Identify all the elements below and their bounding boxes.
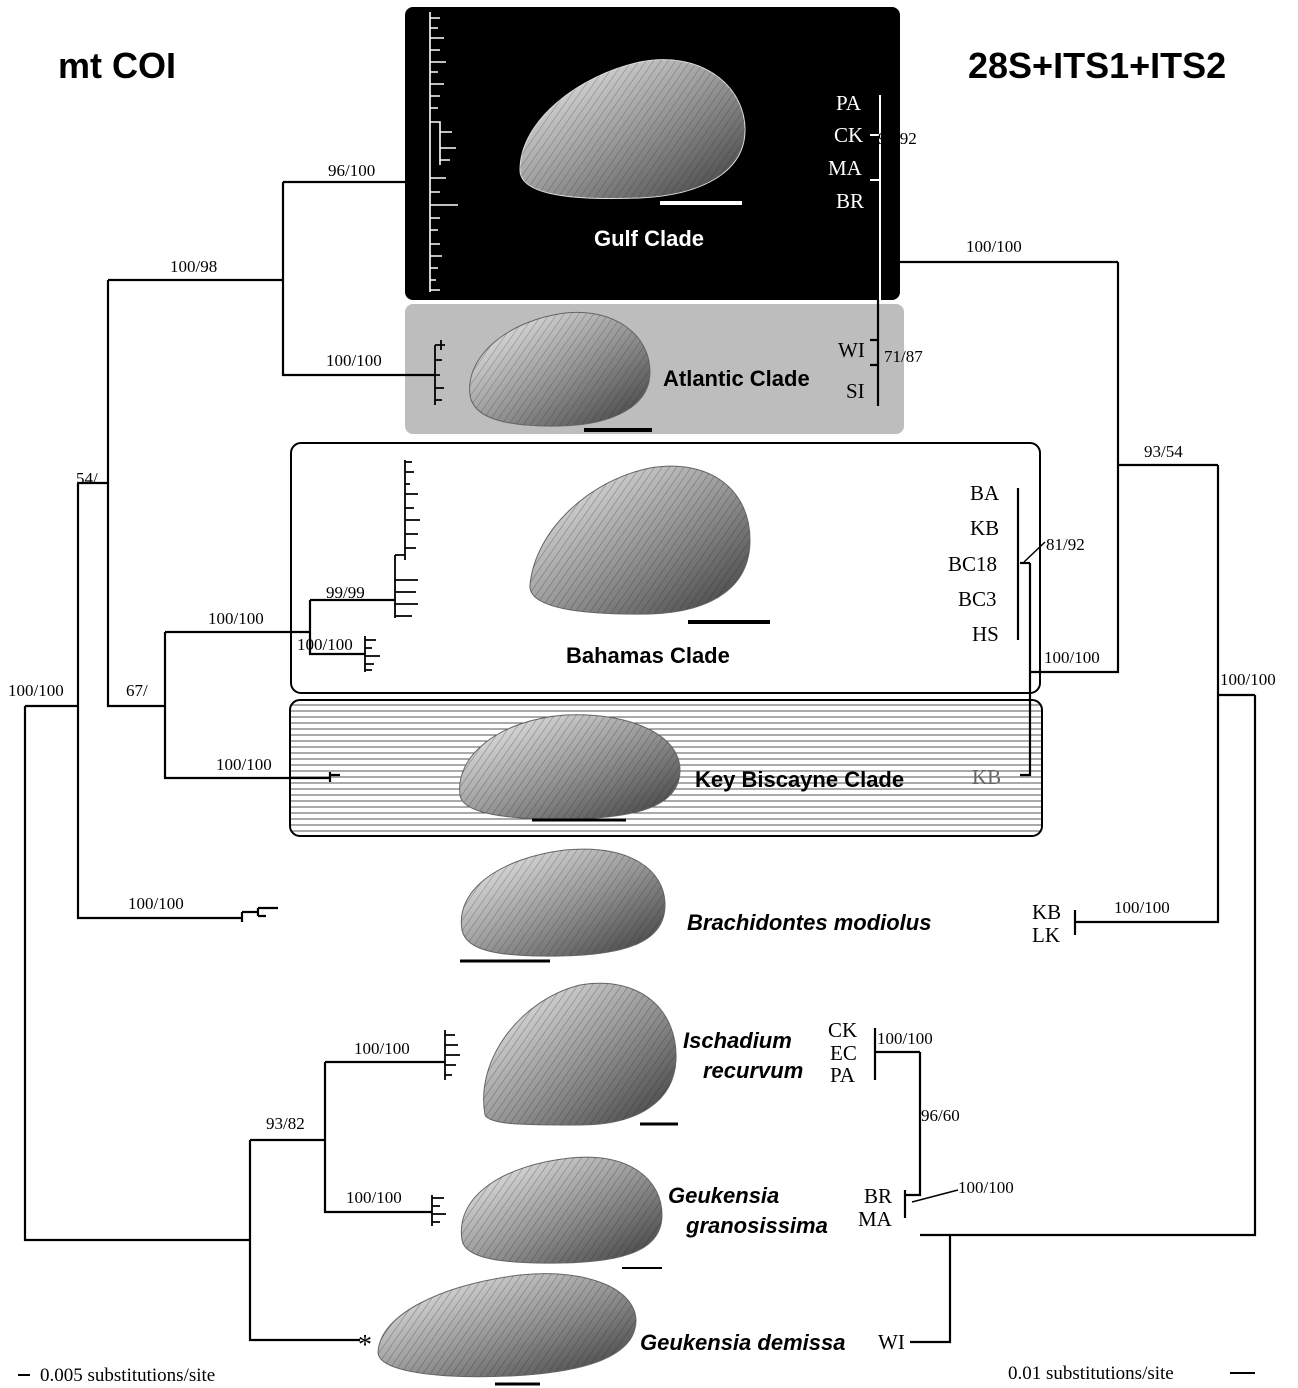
coi-support-modiolus: 100/100 — [128, 894, 184, 913]
coi-support-ingroup: 54/ — [76, 469, 98, 488]
coi-support-granosissima: 100/100 — [346, 1188, 402, 1207]
coi-support-geukensia-pair: 93/82 — [266, 1114, 305, 1133]
nuc-support-bahamas: 81/92 — [1046, 535, 1085, 554]
taxon-bahamas-4: BC3 — [958, 587, 997, 611]
coi-header: mt COI — [58, 45, 176, 86]
atlantic-clade-label: Atlantic Clade — [663, 366, 810, 391]
modiolus-label: Brachidontes modiolus — [687, 910, 931, 935]
granosissima-coi-tips — [432, 1195, 446, 1226]
taxon-bahamas-1: BA — [970, 481, 1000, 505]
coi-support-bahamas-b: 100/100 — [297, 635, 353, 654]
nuc-support-ischadium: 100/100 — [877, 1029, 933, 1048]
taxon-key-biscayne: KB — [972, 765, 1001, 789]
taxon-ischadium-3: PA — [830, 1063, 856, 1087]
coi-scale-label: 0.005 substitutions/site — [40, 1365, 215, 1386]
shell-ischadium — [484, 983, 676, 1125]
ischadium-coi-tips — [445, 1030, 460, 1080]
coi-support-gulf-atlantic: 100/98 — [170, 257, 217, 276]
ischadium-label-2: recurvum — [703, 1058, 803, 1083]
taxon-gulf-3: MA — [828, 156, 863, 180]
nuc-support-gulf: 95/92 — [878, 129, 917, 148]
nuc-support-atlantic: 71/87 — [884, 347, 923, 366]
coi-support-bahamas-a: 99/99 — [326, 583, 365, 602]
coi-support-key-biscayne: 100/100 — [216, 755, 272, 774]
shell-modiolus — [461, 849, 665, 956]
gulf-clade-label: Gulf Clade — [594, 226, 704, 251]
nuc-scale-label: 0.01 substitutions/site — [1008, 1363, 1174, 1384]
ischadium-label-1: Ischadium — [683, 1028, 792, 1053]
coi-support-gulf: 96/100 — [328, 161, 375, 180]
coi-support-bahamas-kb: 67/ — [126, 681, 148, 700]
taxon-gulf-4: BR — [836, 189, 864, 213]
demissa-asterisk: * — [358, 1330, 372, 1361]
nuc-support-modiolus: 100/100 — [1114, 898, 1170, 917]
taxon-modiolus-2: LK — [1032, 923, 1060, 947]
coi-support-root: 100/100 — [8, 681, 64, 700]
coi-support-ischadium: 100/100 — [354, 1039, 410, 1058]
coi-support-bahamas: 100/100 — [208, 609, 264, 628]
taxon-gulf-2: CK — [834, 123, 863, 147]
taxon-ischadium-1: CK — [828, 1018, 857, 1042]
taxon-modiolus-1: KB — [1032, 900, 1061, 924]
nuc-support-granosissima: 100/100 — [958, 1178, 1014, 1197]
taxon-atlantic-2: SI — [846, 379, 865, 403]
granosissima-label-1: Geukensia — [668, 1183, 779, 1208]
nuc-header: 28S+ITS1+ITS2 — [968, 45, 1226, 86]
taxon-bahamas-3: BC18 — [948, 552, 997, 576]
nuc-support-bahamas-kb: 100/100 — [1044, 648, 1100, 667]
taxon-bahamas-5: HS — [972, 622, 999, 646]
nuc-support-geukensia: 96/60 — [921, 1106, 960, 1125]
taxon-granosissima-1: BR — [864, 1184, 892, 1208]
shell-granosissima — [461, 1157, 662, 1263]
shell-demissa — [378, 1274, 636, 1377]
coi-support-atlantic: 100/100 — [326, 351, 382, 370]
demissa-label: Geukensia demissa — [640, 1330, 845, 1355]
nuc-support-ingroup: 93/54 — [1144, 442, 1183, 461]
taxon-granosissima-2: MA — [858, 1207, 893, 1231]
taxon-demissa: WI — [878, 1330, 905, 1354]
taxon-ischadium-2: EC — [830, 1041, 857, 1065]
taxon-gulf-1: PA — [836, 91, 862, 115]
granosissima-label-2: granosissima — [685, 1213, 828, 1238]
key-biscayne-clade-label: Key Biscayne Clade — [695, 767, 904, 792]
bahamas-clade-label: Bahamas Clade — [566, 643, 730, 668]
taxon-bahamas-2: KB — [970, 516, 999, 540]
nuc-support-root: 100/100 — [1220, 670, 1276, 689]
taxon-atlantic-1: WI — [838, 338, 865, 362]
nuc-support-gulf-atlantic: 100/100 — [966, 237, 1022, 256]
